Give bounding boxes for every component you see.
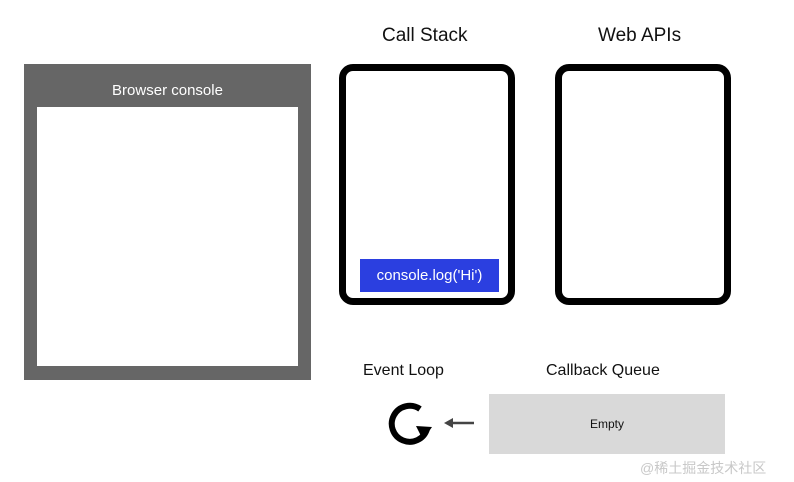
watermark: @稀土掘金技术社区 [640,460,767,476]
callback-queue-title: Callback Queue [546,362,660,379]
call-stack-title: Call Stack [382,25,468,46]
browser-console: Browser console [24,64,311,380]
web-apis-title: Web APIs [598,25,682,46]
event-loop-title: Event Loop [363,362,444,379]
call-stack-panel: console.log('Hi') [339,64,515,305]
stack-frame: console.log('Hi') [360,259,499,292]
browser-console-title: Browser console [112,82,223,99]
arrow-left-icon [444,418,474,428]
refresh-icon [388,402,432,445]
web-apis-panel [555,64,731,305]
callback-queue-content: Empty [589,417,624,431]
browser-console-output [37,107,298,366]
callback-queue-box: Empty [489,394,725,454]
